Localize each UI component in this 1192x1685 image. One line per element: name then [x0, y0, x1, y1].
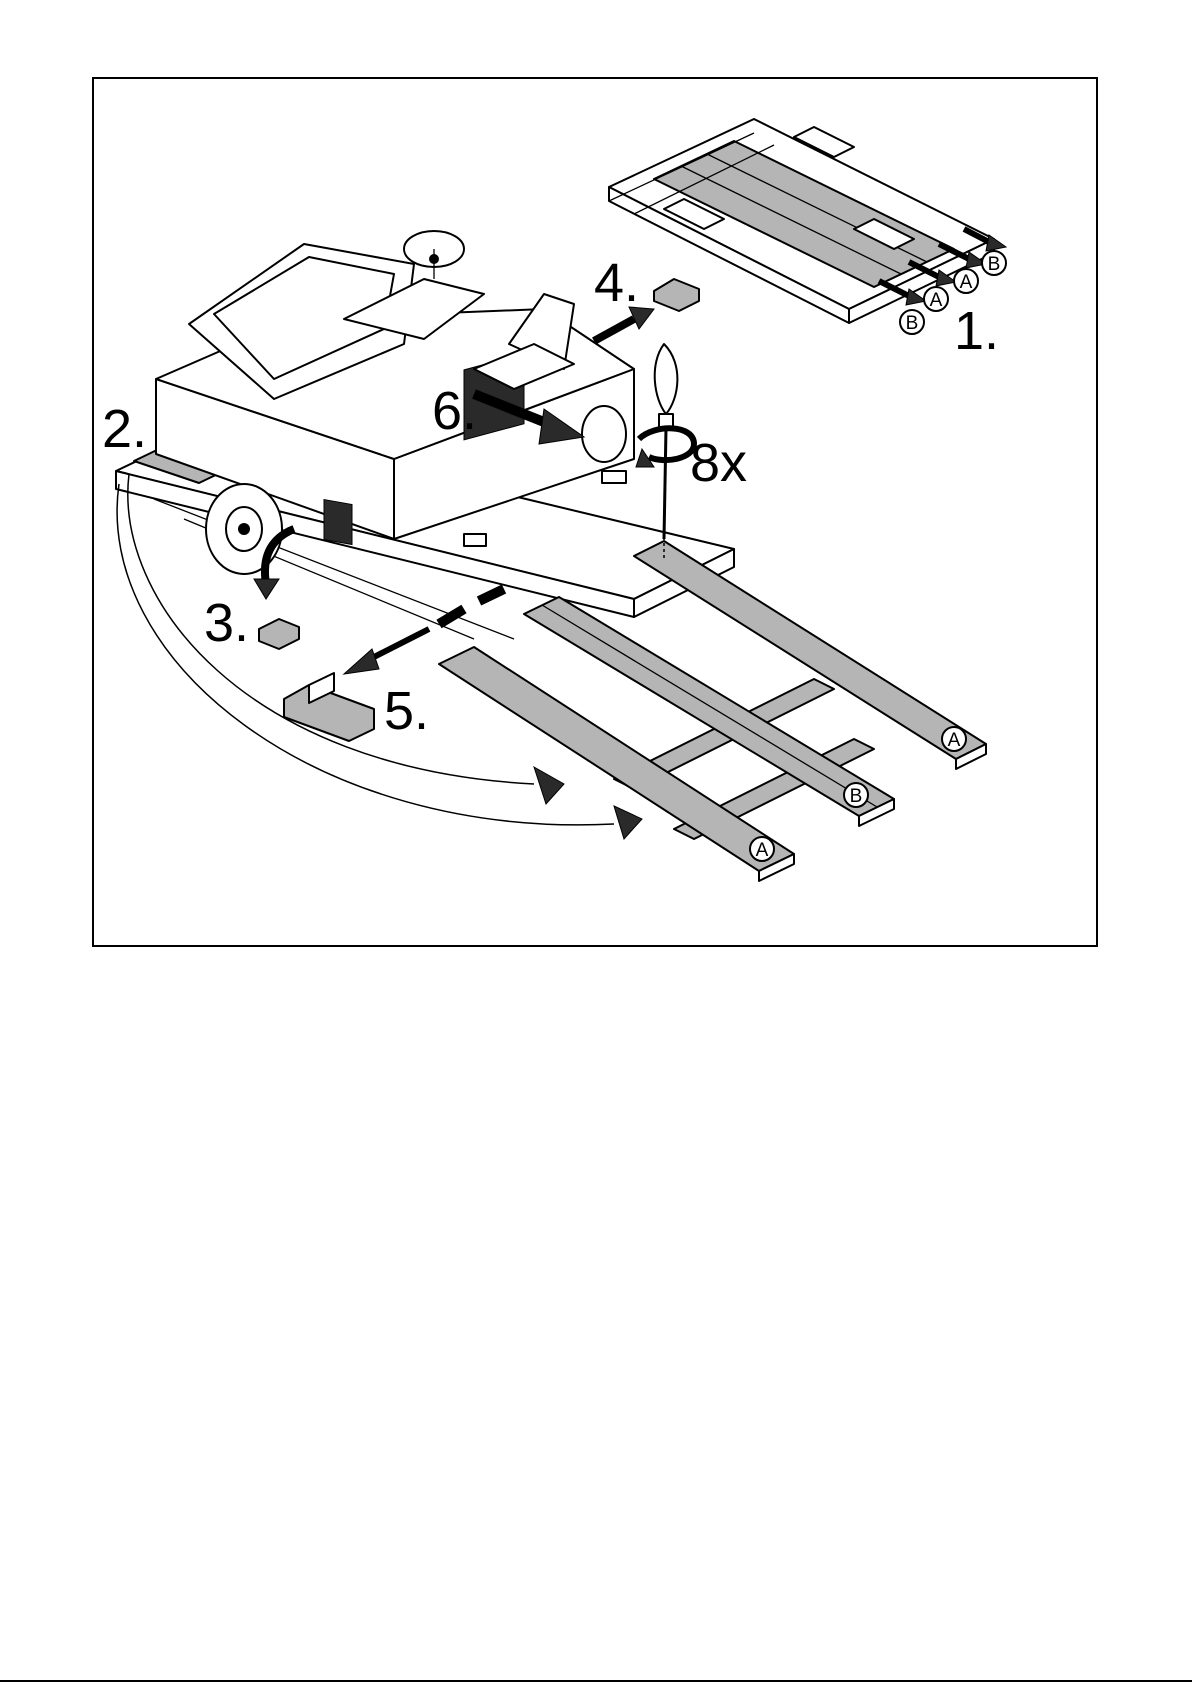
ramp-label-b: B [850, 786, 863, 807]
pallet-label-a1: A [930, 290, 943, 311]
ramp-label-a-left: A [756, 840, 769, 861]
step-1-label: 1. [954, 301, 999, 361]
step-2-label: 2. [102, 399, 147, 459]
step-6-label: 6. [432, 381, 477, 441]
screw-count-label: 8x [690, 433, 747, 493]
ramp-boards [439, 541, 986, 881]
screwdriver-icon [655, 344, 678, 559]
pallet-label-b1: B [906, 313, 919, 334]
ramp-label-a-right: A [948, 730, 961, 751]
step-3-label: 3. [204, 593, 249, 653]
unloading-instructions-figure: B A A B [92, 77, 1098, 947]
pallet-label-b2: B [988, 254, 1001, 275]
footer-rule [0, 1680, 1192, 1682]
figure-drawing: B A A B [94, 79, 1096, 945]
step-5-label: 5. [384, 681, 429, 741]
pallet-label-a2: A [960, 272, 973, 293]
step-4-label: 4. [594, 253, 639, 313]
